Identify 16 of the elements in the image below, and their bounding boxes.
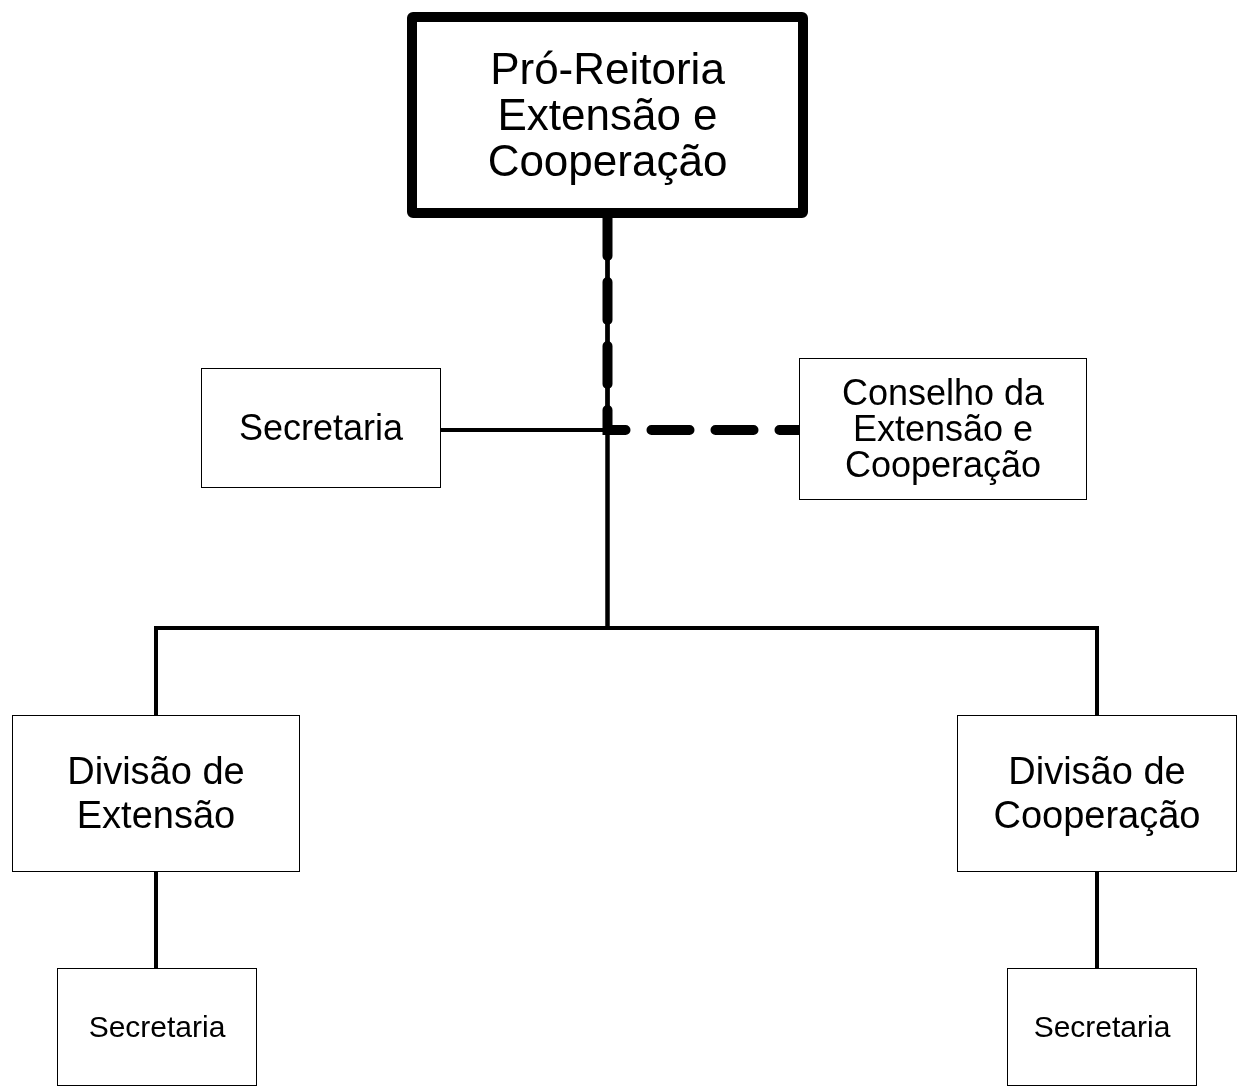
box-label: Pró-Reitoria Extensão e Cooperação xyxy=(486,45,729,185)
box-label: Divisão de Extensão xyxy=(66,749,246,838)
connector-line xyxy=(1095,872,1099,968)
org-box xyxy=(407,12,808,218)
org-box xyxy=(1007,968,1197,1086)
org-box xyxy=(957,715,1237,872)
box-label: Conselho da Extensão e Cooperação xyxy=(840,375,1046,483)
box-label: Secretaria xyxy=(238,410,404,446)
box-label: Secretaria xyxy=(88,1009,226,1046)
org-box xyxy=(799,358,1087,500)
box-label: Divisão de Cooperação xyxy=(992,749,1202,838)
box-label: Secretaria xyxy=(1033,1009,1171,1046)
org-box xyxy=(12,715,300,872)
org-box xyxy=(201,368,441,488)
connector-line xyxy=(154,872,158,968)
org-box xyxy=(57,968,257,1086)
